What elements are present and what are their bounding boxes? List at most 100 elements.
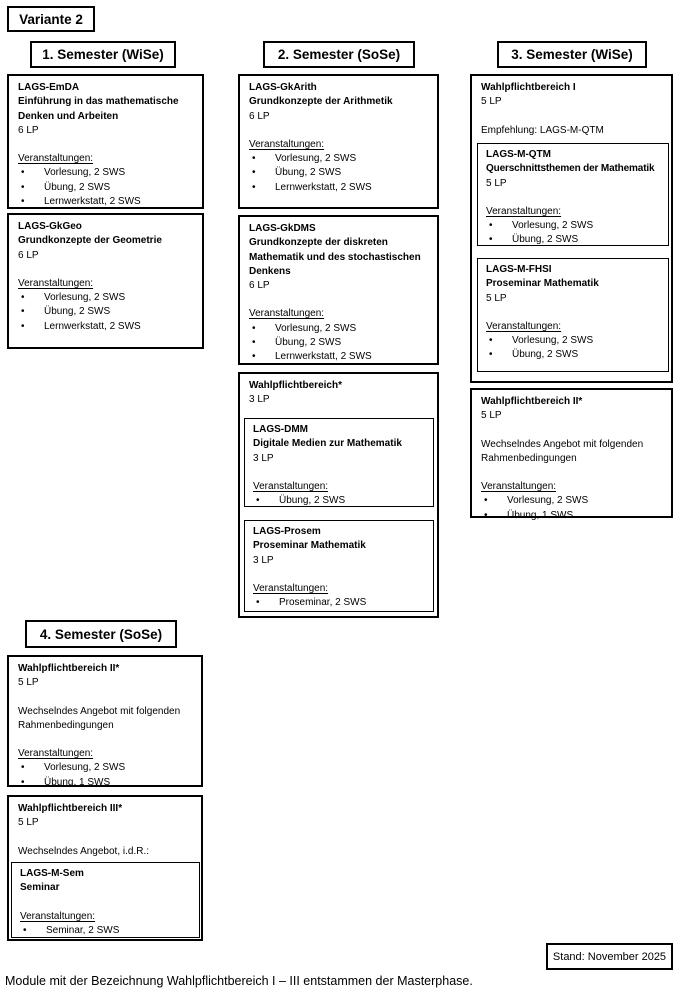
event-label: Vorlesung, 2 SWS <box>44 167 126 179</box>
event-label: Lernwerkstatt, 2 SWS <box>44 196 141 208</box>
module-title: Grundkonzepte der Arithmetik <box>249 96 393 108</box>
bullet-icon: • <box>252 322 256 334</box>
module-credits: 5 LP <box>18 677 39 689</box>
module-card-lags-gkgeo: LAGS-GkGeo Grundkonzepte der Geometrie 6… <box>7 213 204 349</box>
module-code: LAGS-M-QTM <box>486 149 551 160</box>
module-code: LAGS-GkDMS <box>249 223 316 234</box>
event-label: Übung, 1 SWS <box>44 776 111 788</box>
event-label: Übung, 2 SWS <box>279 495 346 507</box>
spacer <box>486 191 664 205</box>
event-item: •Übung, 2 SWS <box>249 166 432 180</box>
event-label: Seminar, 2 SWS <box>46 924 120 936</box>
events-heading: Veranstaltungen: <box>249 138 325 150</box>
module-card-lags-m-fhsi: LAGS-M-FHSI Proseminar Mathematik 5 LP V… <box>477 258 669 372</box>
elective-area-card-wpb1: Wahlpflichtbereich I 5 LP Empfehlung: LA… <box>470 74 673 383</box>
event-item: • Übung, 1 SWS <box>18 776 196 790</box>
bullet-icon: • <box>21 306 25 318</box>
bullet-icon: • <box>252 337 256 349</box>
events-heading: Veranstaltungen: <box>481 481 557 493</box>
event-label: Übung, 2 SWS <box>44 306 111 318</box>
event-label: Übung, 2 SWS <box>512 234 579 246</box>
bullet-icon: • <box>252 351 256 363</box>
event-label: Vorlesung, 2 SWS <box>507 495 589 507</box>
bullet-icon: • <box>21 762 25 774</box>
spacer <box>253 568 429 582</box>
events-heading: Veranstaltungen: <box>18 153 94 165</box>
event-item: • Lernwerkstatt, 2 SWS <box>18 195 197 209</box>
bullet-icon: • <box>23 924 27 936</box>
event-label: Übung, 2 SWS <box>44 181 111 193</box>
module-credits: 3 LP <box>249 394 270 406</box>
module-note: Wechselndes Angebot mit folgenden Rahmen… <box>18 705 181 731</box>
module-card-lags-emda: LAGS-EmDA Einführung in das mathematisch… <box>7 74 204 209</box>
spacer <box>486 306 664 320</box>
spacer <box>18 263 197 277</box>
module-card-lags-prosem: LAGS-Prosem Proseminar Mathematik 3 LP V… <box>244 520 434 612</box>
bullet-icon: • <box>489 349 493 361</box>
event-item: • Vorlesung, 2 SWS <box>486 334 664 348</box>
events-heading: Veranstaltungen: <box>486 320 562 332</box>
event-item: •Übung, 2 SWS <box>18 181 197 195</box>
spacer <box>481 424 666 438</box>
module-credits: 6 LP <box>18 249 39 261</box>
event-item: •Übung, 1 SWS <box>481 509 666 523</box>
event-item: •Proseminar, 2 SWS <box>253 596 429 610</box>
event-item: •Vorlesung, 2 SWS <box>249 322 432 336</box>
module-title: Grundkonzepte der diskreten Mathematik u… <box>249 237 421 277</box>
event-item: •Vorlesung, 2 SWS <box>18 166 197 180</box>
module-note: Wechselndes Angebot mit folgenden Rahmen… <box>481 438 644 464</box>
bullet-icon: • <box>489 234 493 246</box>
module-credits: 3 LP <box>253 452 274 464</box>
footer-note: Module mit der Bezeichnung Wahlpflichtbe… <box>5 974 473 988</box>
module-credits: 5 LP <box>18 817 39 829</box>
events-heading: Veranstaltungen: <box>249 308 325 320</box>
module-code: LAGS-Prosem <box>253 526 321 537</box>
event-item: • Seminar, 2 SWS <box>20 924 195 938</box>
spacer <box>18 138 197 152</box>
module-title: Seminar <box>20 882 60 894</box>
elective-area-card-wpb2-sem4: Wahlpflichtbereich II* 5 LP Wechselndes … <box>7 655 203 790</box>
event-item: • Übung, 2 SWS <box>249 336 432 350</box>
module-credits: 3 LP <box>253 554 274 566</box>
status-date-badge: Stand: November 2025 <box>546 943 673 970</box>
bullet-icon: • <box>252 181 256 193</box>
events-heading: Veranstaltungen: <box>253 480 329 492</box>
event-item: •Vorlesung, 2 SWS <box>486 219 664 233</box>
module-card-lags-m-sem: LAGS-M-Sem Seminar Veranstaltungen: •Sem… <box>11 862 200 938</box>
module-title: Wahlpflichtbereich* <box>249 380 342 391</box>
bullet-icon: • <box>484 495 488 507</box>
module-credits: 5 LP <box>486 177 507 189</box>
event-label: Lernwerkstatt, 2 SWS <box>275 351 372 363</box>
event-item: •Vorlesung, 2 SWS <box>249 152 432 166</box>
spacer <box>18 691 196 705</box>
event-label: Vorlesung, 2 SWS <box>512 335 594 347</box>
events-heading: Veranstaltungen: <box>486 205 562 217</box>
bullet-icon: • <box>489 335 493 347</box>
event-label: Übung, 2 SWS <box>275 337 342 349</box>
bullet-icon: • <box>256 495 260 507</box>
module-code: LAGS-EmDA <box>18 82 80 93</box>
module-credits: 5 LP <box>481 96 502 108</box>
module-title: Proseminar Mathematik <box>486 278 599 290</box>
spacer <box>18 831 196 845</box>
spacer <box>481 110 666 124</box>
semester-header-2: 2. Semester (SoSe) <box>263 41 415 68</box>
bullet-icon: • <box>21 196 25 208</box>
spacer <box>249 124 432 138</box>
event-label: Übung, 2 SWS <box>275 167 342 179</box>
bullet-icon: • <box>489 220 493 232</box>
module-title: Wahlpflichtbereich II* <box>481 396 583 407</box>
module-code: LAGS-M-Sem <box>20 868 84 879</box>
module-code: LAGS-DMM <box>253 424 308 435</box>
event-label: Vorlesung, 2 SWS <box>44 762 126 774</box>
module-note: Empfehlung: LAGS-M-QTM <box>481 124 604 136</box>
bullet-icon: • <box>21 292 25 304</box>
spacer <box>249 293 432 307</box>
events-heading: Veranstaltungen: <box>253 582 329 594</box>
module-card-lags-gkarith: LAGS-GkArith Grundkonzepte der Arithmeti… <box>238 74 439 209</box>
bullet-icon: • <box>21 776 25 788</box>
semester-header-1: 1. Semester (WiSe) <box>30 41 176 68</box>
events-heading: Veranstaltungen: <box>18 277 94 289</box>
bullet-icon: • <box>256 597 260 609</box>
